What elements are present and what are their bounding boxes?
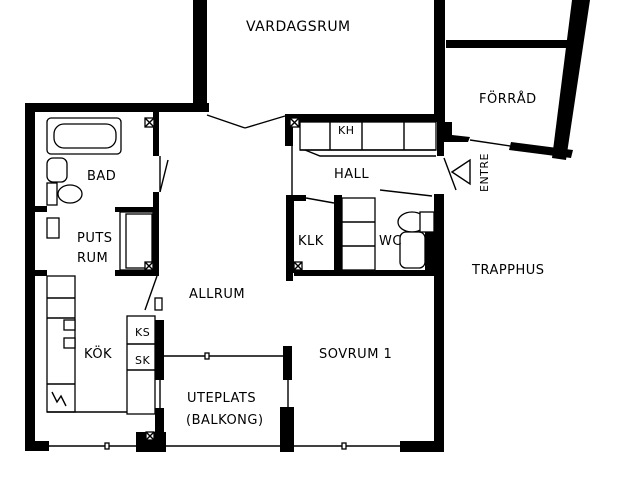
- label-uteplats-line2: (BALKONG): [186, 413, 264, 428]
- wall-bad-right: [153, 112, 159, 156]
- hall-fixtures: [289, 117, 437, 157]
- hall-wardrobe: [299, 121, 437, 151]
- label-bad: BAD: [87, 169, 116, 184]
- wall-klk-right: [334, 195, 342, 276]
- label-wc: WC: [379, 234, 402, 249]
- label-allrum: ALLRUM: [189, 287, 245, 302]
- wall-sovrum-left-bottom: [280, 407, 294, 452]
- label-trapphus: TRAPPHUS: [471, 263, 545, 278]
- wall-hall-top-left: [285, 114, 293, 146]
- label-hall: HALL: [334, 167, 369, 182]
- stove-icon: [51, 391, 67, 407]
- wall-klk-top: [286, 195, 306, 201]
- wall-forrad-left: [444, 122, 470, 142]
- wall-kok-right: [155, 320, 164, 380]
- cabinet-column: [126, 315, 156, 415]
- walls: [25, 0, 590, 452]
- bathroom-fixtures: [46, 117, 155, 206]
- wall-forrad-right: [552, 0, 590, 160]
- wall-puts-right: [153, 192, 159, 276]
- wall-vardagsrum-left: [193, 0, 207, 110]
- label-forrad: FÖRRÅD: [479, 90, 537, 107]
- label-klk: KLK: [298, 234, 324, 249]
- wall-kok-bottom: [155, 408, 164, 452]
- wall-puts-bottom: [35, 270, 47, 276]
- label-ks: KS: [135, 326, 150, 339]
- kitchen-fixtures: [46, 275, 163, 441]
- label-sovrum: SOVRUM 1: [319, 347, 392, 362]
- label-entre: ENTRE: [478, 153, 491, 192]
- wall-sovrum-top: [294, 270, 438, 276]
- wall-hall-entry-top: [437, 114, 444, 156]
- room-labels: VARDAGSRUM FÖRRÅD BAD KH HALL ENTRE PUTS…: [77, 19, 545, 428]
- label-puts-line2: RUM: [77, 251, 108, 266]
- label-kok: KÖK: [84, 345, 112, 362]
- wall-left-exterior: [25, 103, 35, 451]
- wall-trapphus: [434, 194, 444, 448]
- wall-forrad-bottom: [509, 142, 573, 158]
- wall-puts-rum-bottom: [115, 270, 157, 276]
- wall-klk-stub: [286, 273, 293, 281]
- label-puts-line1: PUTS: [77, 231, 113, 246]
- label-uteplats-line1: UTEPLATS: [187, 391, 256, 406]
- windows: [49, 352, 400, 450]
- entrance-arrow-icon: [450, 158, 471, 186]
- putsrum-fixtures: [46, 211, 154, 271]
- wall-bottom-left-stub: [25, 441, 49, 451]
- wall-bad-bottom: [35, 206, 47, 212]
- toilet-icon: [57, 184, 83, 204]
- wall-hall-top: [285, 114, 444, 122]
- wall-wc-right: [425, 230, 437, 272]
- wall-forrad-top: [446, 40, 580, 48]
- label-vardagsrum: VARDAGSRUM: [246, 19, 351, 35]
- wall-puts-top: [115, 207, 157, 212]
- wall-top-left: [25, 103, 209, 112]
- klk-wc-fixtures: [293, 197, 435, 271]
- wc-toilet-icon: [399, 231, 426, 269]
- klk-closet: [341, 197, 376, 271]
- wall-sovrum-bottom-right: [400, 441, 444, 452]
- label-sk: SK: [135, 354, 150, 367]
- sink-icon: [46, 157, 68, 183]
- doors: [144, 114, 511, 381]
- label-kh: KH: [338, 124, 355, 137]
- wall-klk-left: [286, 195, 294, 273]
- wall-vardagsrum-right: [434, 0, 445, 122]
